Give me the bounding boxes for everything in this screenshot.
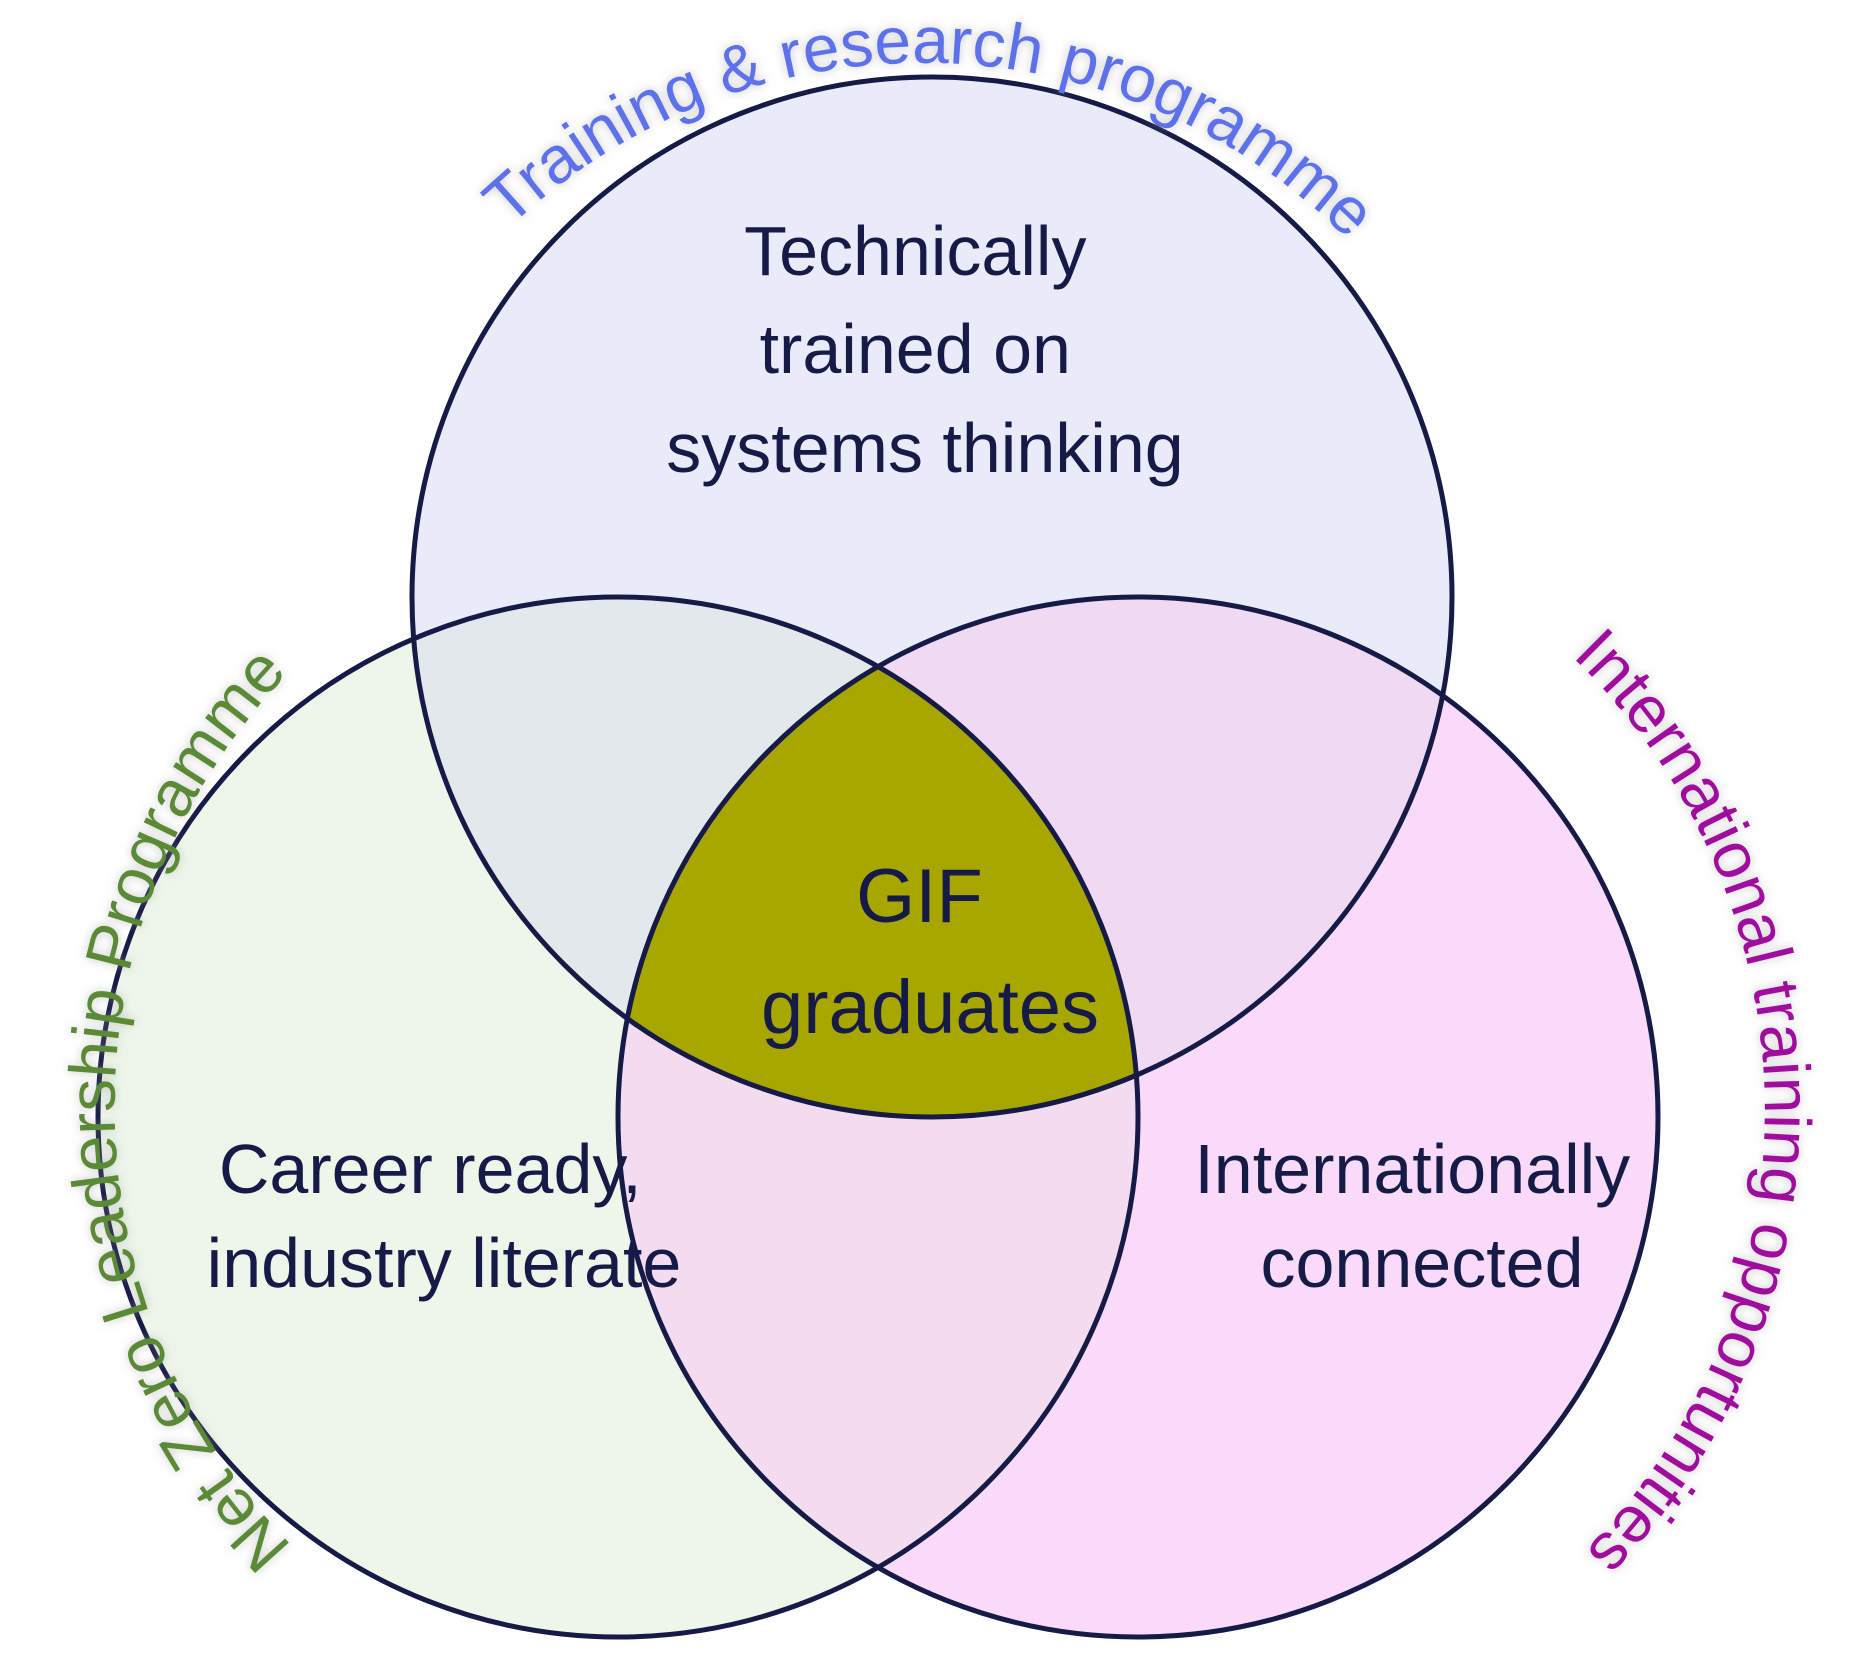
circle-left-outline bbox=[95, 594, 1141, 1640]
center-region bbox=[618, 597, 1138, 1117]
circle-right-outline bbox=[615, 594, 1661, 1640]
circle-top-outline bbox=[409, 74, 1455, 1120]
left-region-text: Career ready, industry literate bbox=[207, 1130, 682, 1302]
right-region-text: Internationally connected bbox=[1194, 1130, 1649, 1302]
center-text: GIF graduates bbox=[761, 854, 1099, 1050]
top-region-text: Technically trained on systems thinking bbox=[666, 212, 1183, 487]
